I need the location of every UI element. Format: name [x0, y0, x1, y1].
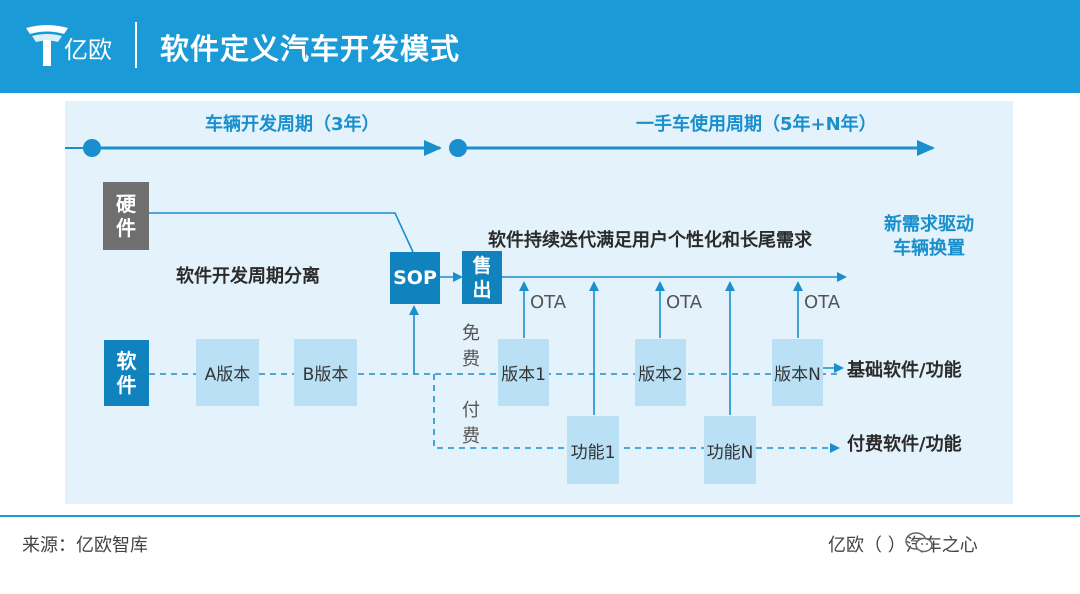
paid-track-label: 付费软件/功能	[847, 434, 962, 455]
free-label: 免 费	[462, 321, 480, 373]
feature1-box: 功能1	[567, 416, 619, 484]
use-period-timeline	[449, 139, 935, 157]
free-char-1: 免	[462, 323, 480, 344]
sop-box: SOP	[390, 252, 440, 304]
dev-period-timeline	[65, 139, 442, 157]
featureN-box: 功能N	[704, 416, 756, 484]
iteration-label: 软件持续迭代满足用户个性化和长尾需求	[488, 230, 812, 251]
version2-box: 版本2	[635, 339, 686, 406]
header-separator	[135, 22, 137, 68]
source-text: 来源：亿欧智库	[22, 535, 148, 556]
software-box: 软 件	[104, 340, 149, 406]
dev-period-label: 车辆开发周期（3年）	[205, 114, 380, 135]
ota-label-3: OTA	[804, 292, 841, 313]
a-version-box: A版本	[196, 339, 259, 406]
header-bar: 亿欧 软件定义汽车开发模式	[0, 0, 1080, 93]
sale-char-1: 售	[472, 254, 492, 277]
sale-char-2: 出	[472, 278, 492, 301]
ota-label-2: OTA	[666, 292, 703, 313]
hardware-box: 硬 件	[103, 182, 149, 250]
paid-char-1: 付	[462, 400, 480, 421]
yiou-logo-icon	[26, 25, 68, 66]
new-demand-line-1: 新需求驱动	[884, 214, 974, 235]
diagram-panel	[65, 101, 1013, 504]
b-version-box: B版本	[294, 339, 357, 406]
page-title: 软件定义汽车开发模式	[160, 32, 461, 66]
software-char-1: 软	[116, 349, 137, 373]
basic-track-label: 基础软件/功能	[847, 360, 962, 381]
versionN-box: 版本N	[772, 339, 823, 406]
footer-divider	[0, 515, 1080, 517]
free-char-2: 费	[462, 349, 480, 370]
wechat-icon	[905, 532, 933, 553]
new-demand-line-2: 车辆换置	[893, 238, 965, 259]
use-period-label: 一手车使用周期（5年+N年）	[636, 114, 877, 135]
paid-label: 付 费	[462, 398, 480, 450]
hardware-char-2: 件	[116, 216, 136, 240]
brand-name: 亿欧	[64, 36, 112, 64]
version1-box: 版本1	[498, 339, 549, 406]
hardware-char-1: 硬	[116, 192, 136, 216]
ota-label-1: OTA	[530, 292, 567, 313]
credit-text: 亿欧（ ）汽车之心	[828, 535, 978, 556]
hardware-line	[148, 212, 414, 253]
paid-branch-dashed	[433, 374, 840, 453]
separation-label: 软件开发周期分离	[176, 266, 320, 287]
sale-box: 售 出	[462, 251, 502, 304]
paid-char-2: 费	[462, 426, 480, 447]
software-char-2: 件	[116, 373, 137, 397]
